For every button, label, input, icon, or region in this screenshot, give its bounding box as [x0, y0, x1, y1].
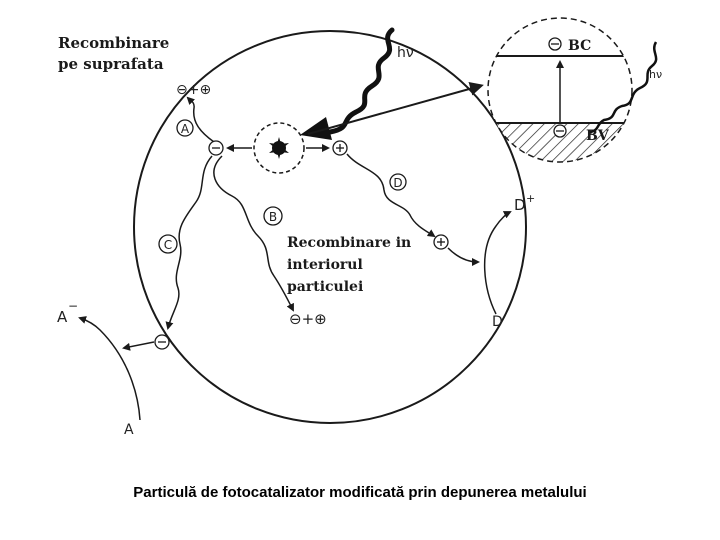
a-label: A	[124, 422, 134, 438]
arrow-hole-exit	[447, 247, 480, 266]
oxidation-arc	[484, 211, 512, 315]
hv-main-label: hν	[397, 45, 414, 61]
bv-label: BV	[586, 128, 610, 144]
bc-label: BC	[568, 38, 591, 54]
bulk-recombination-line3: particulei	[287, 279, 363, 295]
path-b-line	[213, 155, 294, 312]
d-plus-label: D	[514, 196, 526, 214]
bulk-recombination-title: Recombinare in	[287, 235, 411, 251]
path-d-label: D	[393, 176, 402, 190]
photon-wave-main	[327, 27, 395, 135]
arrow-to-inset	[307, 81, 484, 135]
excitation-zone	[253, 122, 305, 174]
path-c-line	[165, 155, 213, 330]
a-minus-superscript: −	[68, 299, 78, 313]
particle-circle	[133, 30, 527, 424]
hv-inset-label: hν	[649, 68, 662, 81]
surface-pair-symbols: ⊖+⊕	[176, 82, 211, 98]
path-a-line	[186, 96, 215, 143]
path-c-label: C	[164, 238, 172, 252]
metal-deposit-icon	[269, 137, 289, 159]
reduction-arc	[78, 316, 141, 421]
band-diagram-inset: BC BV	[487, 17, 633, 163]
arrow-electron-exit	[122, 341, 155, 351]
bulk-pair-symbols: ⊖+⊕	[289, 310, 327, 328]
surface-recombination-subtitle: pe suprafata	[58, 55, 164, 73]
d-label: D	[492, 314, 503, 330]
surface-recombination-title: Recombinare	[58, 34, 169, 52]
path-b-label: B	[269, 210, 277, 224]
d-plus-superscript: +	[526, 192, 535, 205]
diagram-caption: Particulă de fotocatalizator modificată …	[133, 484, 587, 501]
a-minus-label: A	[57, 308, 68, 326]
photon-wave-inset	[589, 41, 658, 134]
bulk-recombination-line2: interiorul	[287, 257, 363, 273]
path-a-label: A	[181, 122, 190, 136]
path-d-line	[346, 153, 436, 238]
